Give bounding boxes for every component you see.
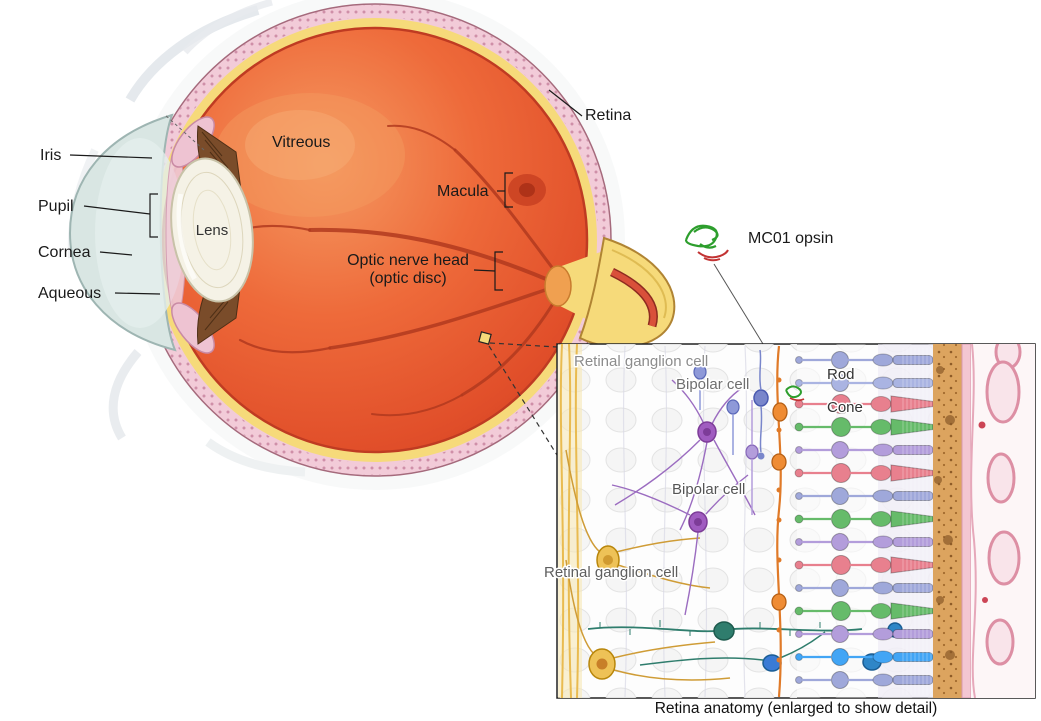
bipolar-cells	[693, 349, 769, 460]
eye-labels: Iris Pupil Cornea Aqueous Vitreous Lens …	[38, 89, 631, 302]
label-iris: Iris	[40, 147, 61, 164]
choroid-vessels	[985, 344, 1022, 666]
label-mc01-opsin: MC01 opsin	[748, 230, 833, 247]
label-retinal-ganglion-cell-top: Retinal ganglion cell	[574, 353, 708, 370]
rpe-band	[933, 344, 962, 698]
label-retina: Retina	[585, 107, 631, 124]
label-optic-nerve-head-line1: Optic nerve head	[347, 252, 469, 269]
retina-panel-caption: Retina anatomy (enlarged to show detail)	[655, 700, 938, 717]
aqueous-pointer-line	[114, 292, 161, 295]
pupil-bracket	[149, 193, 158, 238]
opsin-mark-panel	[785, 385, 805, 402]
label-lens: Lens	[196, 222, 229, 239]
nerve-fiber-layer	[558, 344, 582, 698]
purple-cells	[611, 379, 759, 616]
label-vitreous: Vitreous	[272, 134, 330, 151]
eye-globe	[138, 3, 612, 477]
label-retinal-ganglion-cell-bottom: Retinal ganglion cell	[544, 564, 678, 581]
cornea-pointer-line	[99, 251, 133, 256]
pupil-pointer-line	[83, 205, 151, 215]
optic-nerve-head-bracket	[494, 251, 503, 291]
ganglion-cells	[565, 449, 731, 681]
opsin-scribble-green	[684, 224, 719, 249]
horizontal-cells	[771, 345, 788, 698]
choroid-sclera	[961, 344, 1035, 698]
photoreceptor-rows	[793, 348, 935, 695]
label-pupil: Pupil	[38, 198, 74, 215]
retina-panel-labels: Retinal ganglion cell Bipolar cell Rod C…	[543, 352, 865, 583]
retina-pointer-line	[548, 89, 583, 117]
inset-sample-marker	[478, 331, 558, 456]
label-cornea: Cornea	[38, 244, 91, 261]
outer-segment-striations	[902, 348, 932, 695]
lens	[170, 157, 254, 303]
macula-spot	[508, 174, 546, 206]
cornea	[68, 113, 185, 352]
label-bipolar-cell-mid: Bipolar cell	[672, 481, 745, 498]
label-macula: Macula	[437, 183, 489, 200]
optic-disc	[544, 265, 572, 307]
optic-nerve	[544, 236, 676, 349]
zonule-dashes	[163, 113, 205, 151]
label-rod: Rod	[827, 366, 855, 383]
retina-panel: Retinal ganglion cell Bipolar cell Rod C…	[543, 343, 1036, 717]
mueller-fibers	[622, 345, 748, 698]
label-cone: Cone	[827, 399, 863, 416]
opsin-scribble-red	[697, 249, 729, 262]
label-bipolar-cell-top: Bipolar cell	[676, 376, 749, 393]
label-aqueous: Aqueous	[38, 285, 101, 302]
iris-pointer-line	[69, 154, 153, 159]
retina-panel-art	[557, 344, 1035, 698]
label-optic-nerve-head-line2: (optic disc)	[369, 270, 446, 287]
macula-bracket	[504, 172, 513, 208]
aqueous-chamber	[95, 138, 185, 328]
optic-nerve-head-pointer-line	[473, 269, 496, 272]
